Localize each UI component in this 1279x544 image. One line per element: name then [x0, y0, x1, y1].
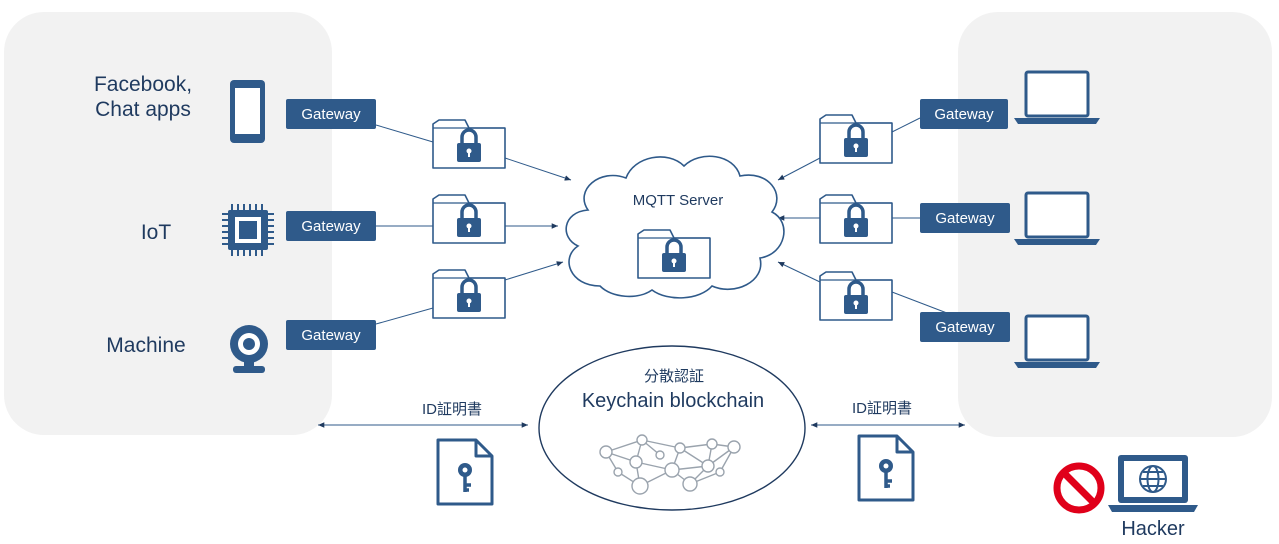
locked-folder-icon [431, 268, 507, 320]
locked-folder-icon [818, 113, 894, 165]
hacker-label: Hacker [1121, 518, 1185, 540]
blockchain-ellipse [538, 345, 806, 511]
locked-folder-icon [818, 270, 894, 322]
gateway-label: Gateway [301, 105, 361, 123]
network-nodes [599, 434, 741, 495]
left-panel [4, 12, 332, 435]
locked-folder-icon [431, 193, 507, 245]
locked-folder-icon [431, 118, 507, 170]
gateway-left-2: Gateway [286, 211, 376, 241]
laptop-icon [1012, 70, 1102, 126]
gateway-label: Gateway [301, 326, 361, 344]
blockchain-title: Keychain blockchain [581, 390, 765, 412]
gateway-label: Gateway [934, 105, 994, 123]
certificate-label-right: ID証明書 [851, 400, 912, 417]
hacker-laptop-icon [1108, 455, 1198, 512]
gateway-label: Gateway [301, 217, 361, 235]
smartphone-icon [230, 80, 265, 143]
cloud-shape [565, 155, 785, 299]
laptop-icon [1012, 191, 1102, 247]
mqtt-server-label: MQTT Server [632, 192, 724, 209]
gateway-left-1: Gateway [286, 99, 376, 129]
certificate-document-icon [857, 434, 915, 502]
gateway-right-3: Gateway [920, 312, 1010, 342]
right-connectors [777, 117, 961, 319]
source-label-chat: Facebook, Chat apps [93, 73, 193, 121]
chip-icon [222, 204, 274, 256]
right-panel [958, 12, 1272, 437]
blockchain-caption: 分散認証 [643, 368, 704, 385]
locked-folder-icon [818, 193, 894, 245]
source-label-machine: Machine [106, 334, 186, 357]
laptop-icon [1012, 314, 1102, 370]
certificate-document-icon [436, 438, 494, 506]
gateway-label: Gateway [935, 318, 995, 336]
left-connectors [375, 124, 572, 325]
globe-icon [1139, 465, 1167, 493]
prohibited-icon [1053, 462, 1105, 514]
gateway-label: Gateway [935, 209, 995, 227]
gateway-right-1: Gateway [920, 99, 1008, 129]
gateway-left-3: Gateway [286, 320, 376, 350]
source-label-iot: IoT [140, 221, 172, 244]
certificate-label-left: ID証明書 [421, 401, 482, 418]
webcam-icon [230, 325, 268, 373]
gateway-right-2: Gateway [920, 203, 1010, 233]
